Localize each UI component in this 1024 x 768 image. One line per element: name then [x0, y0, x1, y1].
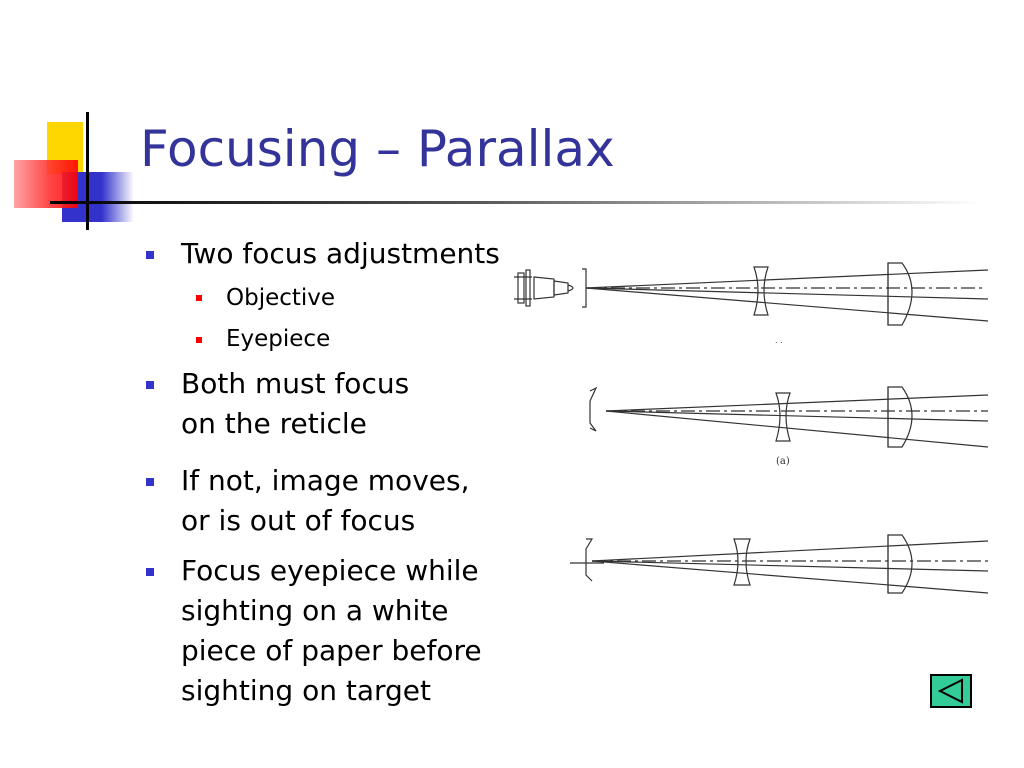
- bullet-marker: [146, 251, 154, 259]
- bullet-marker: [146, 478, 154, 486]
- bullet-line: sighting on target: [181, 674, 431, 707]
- sub-bullet-eyepiece: Eyepiece: [226, 324, 330, 354]
- corner-decoration: [0, 100, 140, 230]
- sub-bullet-marker: [196, 295, 202, 301]
- bullet-marker: [146, 568, 154, 576]
- figure-caption: (a): [776, 456, 790, 467]
- bullet-line: Two focus adjustments: [181, 237, 500, 270]
- svg-text:. .: . .: [775, 336, 783, 345]
- back-button[interactable]: [930, 674, 972, 708]
- bullet-line: piece of paper before: [181, 634, 482, 667]
- bullet-line: Eyepiece: [226, 326, 331, 352]
- bullet-line: or is out of focus: [181, 504, 416, 537]
- bullet-two-focus-adjustments: Two focus adjustments: [181, 234, 500, 274]
- vertical-line: [86, 112, 89, 230]
- diagram-eyepiece-objective-3: [570, 534, 989, 594]
- bullet-focus-eyepiece: Focus eyepiece while sighting on a white…: [181, 551, 482, 711]
- bullet-line: Objective: [226, 285, 336, 311]
- bullet-line: Both must focus: [181, 367, 410, 400]
- sub-bullet-marker: [196, 337, 202, 343]
- bullet-if-not: If not, image moves, or is out of focus: [181, 461, 469, 541]
- diagram-eyepiece-objective-1: . .: [514, 262, 989, 345]
- back-arrow-icon: [937, 678, 963, 704]
- bullet-line: sighting on a white: [181, 594, 449, 627]
- title-divider: [50, 201, 980, 204]
- bullet-marker: [146, 381, 154, 389]
- bullet-line: Focus eyepiece while: [181, 554, 479, 587]
- diagram-eyepiece-objective-2: [589, 386, 989, 448]
- bullet-both-must-focus: Both must focus on the reticle: [181, 364, 409, 444]
- sub-bullet-objective: Objective: [226, 283, 335, 313]
- telescope-diagrams: . . (a): [514, 262, 989, 594]
- bullet-line: If not, image moves,: [181, 464, 470, 497]
- red-square: [14, 160, 78, 208]
- bullet-line: on the reticle: [181, 407, 367, 440]
- slide-title: Focusing – Parallax: [140, 120, 615, 178]
